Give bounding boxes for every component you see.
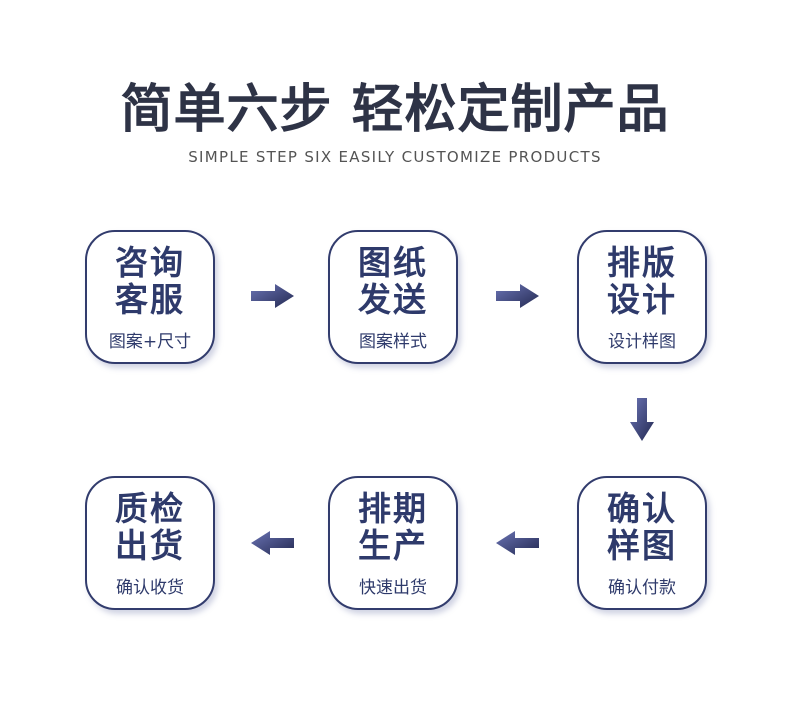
arrow-left-icon [496, 531, 539, 555]
step-title-line1: 图纸 [358, 243, 428, 282]
step-box-confirm-sample: 确认 样图 确认付款 [577, 476, 707, 610]
step-title: 质检 出货 [115, 490, 185, 564]
step-box-send-drawing: 图纸 发送 图案样式 [328, 230, 458, 364]
step-caption: 确认付款 [608, 578, 676, 598]
step-title-line2: 设计 [607, 280, 677, 319]
step-title: 排期 生产 [358, 490, 428, 564]
step-caption: 设计样图 [608, 332, 676, 352]
step-title-line1: 质检 [115, 489, 185, 528]
step-title-line1: 排期 [358, 489, 428, 528]
step-title-line2: 客服 [115, 280, 185, 319]
step-title: 图纸 发送 [358, 244, 428, 318]
step-title: 排版 设计 [607, 244, 677, 318]
step-box-consult-service: 咨询 客服 图案+尺寸 [85, 230, 215, 364]
arrow-right-icon [496, 284, 539, 308]
step-title: 咨询 客服 [115, 244, 185, 318]
arrow-right-icon [251, 284, 294, 308]
step-box-schedule-production: 排期 生产 快速出货 [328, 476, 458, 610]
step-caption: 图案样式 [359, 332, 427, 352]
step-title-line1: 确认 [607, 489, 677, 528]
step-title-line1: 排版 [607, 243, 677, 282]
step-title-line1: 咨询 [115, 243, 185, 282]
step-title-line2: 出货 [115, 526, 185, 565]
step-caption: 图案+尺寸 [108, 332, 192, 352]
step-title-line2: 发送 [358, 280, 428, 319]
step-caption: 快速出货 [359, 578, 427, 598]
arrow-down-icon [630, 398, 654, 441]
step-title-line2: 生产 [358, 526, 428, 565]
step-title-line2: 样图 [607, 526, 677, 565]
step-caption: 确认收货 [116, 578, 184, 598]
page-subtitle: SIMPLE STEP SIX EASILY CUSTOMIZE PRODUCT… [188, 148, 602, 166]
arrow-left-icon [251, 531, 294, 555]
step-box-layout-design: 排版 设计 设计样图 [577, 230, 707, 364]
page-title: 简单六步 轻松定制产品 [120, 80, 670, 140]
step-title: 确认 样图 [607, 490, 677, 564]
step-box-quality-check-shipping: 质检 出货 确认收货 [85, 476, 215, 610]
